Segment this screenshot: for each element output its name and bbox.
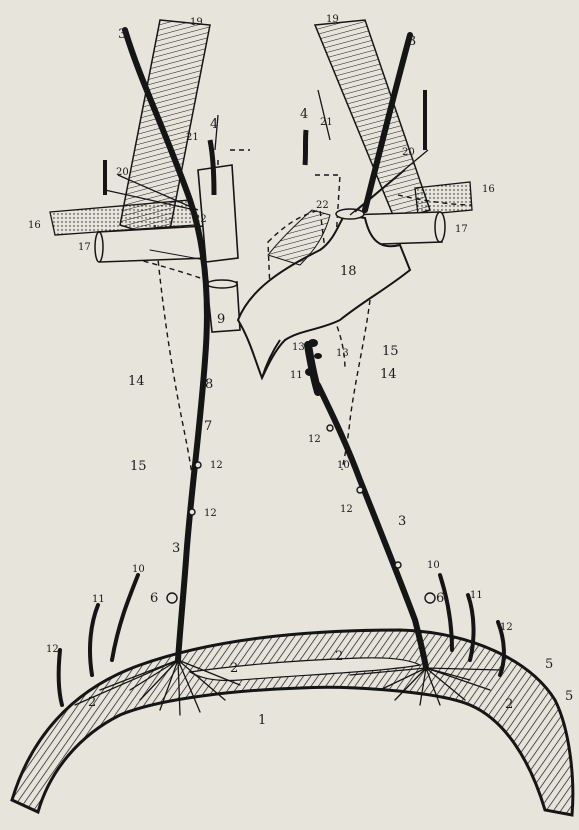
label-13: 13 <box>292 342 305 353</box>
label-2: 2 <box>88 695 96 710</box>
label-3: 3 <box>398 514 406 529</box>
label-4: 4 <box>300 107 308 122</box>
label-8: 8 <box>205 377 213 392</box>
label-21: 21 <box>320 117 333 128</box>
label-12: 12 <box>308 434 321 445</box>
label-5: 5 <box>545 657 553 672</box>
label-19: 19 <box>190 17 203 28</box>
label-12: 12 <box>340 504 353 515</box>
label-20: 20 <box>116 167 129 178</box>
label-1: 1 <box>258 713 266 728</box>
label-11: 11 <box>290 370 303 381</box>
label-12: 12 <box>46 644 59 655</box>
label-10: 10 <box>427 560 440 571</box>
label-3: 3 <box>172 541 180 556</box>
label-17: 17 <box>455 224 468 235</box>
label-4: 4 <box>210 117 218 132</box>
label-18: 18 <box>340 264 357 279</box>
label-14: 14 <box>128 374 145 389</box>
label-12: 12 <box>204 508 217 519</box>
label-11: 11 <box>92 594 105 605</box>
label-17: 17 <box>78 242 91 253</box>
label-6: 6 <box>436 591 444 606</box>
label-22: 22 <box>316 200 329 211</box>
label-5: 5 <box>565 689 573 704</box>
label-12: 12 <box>500 622 513 633</box>
label-10: 10 <box>337 460 350 471</box>
label-12: 12 <box>210 460 223 471</box>
label-2: 2 <box>505 697 513 712</box>
label-19: 19 <box>326 14 339 25</box>
label-16: 16 <box>482 184 495 195</box>
label-6: 6 <box>150 591 158 606</box>
label-15: 15 <box>382 344 399 359</box>
label-3: 3 <box>118 27 126 42</box>
label-11: 11 <box>470 590 483 601</box>
label-9: 9 <box>217 312 225 327</box>
label-13: 13 <box>336 348 349 359</box>
label-2: 2 <box>335 649 343 664</box>
label-15: 15 <box>130 459 147 474</box>
right-subclavian-artery <box>415 182 472 215</box>
label-14: 14 <box>380 367 397 382</box>
label-16: 16 <box>28 220 41 231</box>
label-20: 20 <box>402 147 415 158</box>
label-10: 10 <box>132 564 145 575</box>
label-21: 21 <box>186 132 199 143</box>
label-22: 22 <box>194 214 207 225</box>
left-subclavian-vein <box>98 226 208 262</box>
label-7: 7 <box>204 419 212 434</box>
label-2: 2 <box>230 661 238 676</box>
label-3: 3 <box>408 34 416 49</box>
